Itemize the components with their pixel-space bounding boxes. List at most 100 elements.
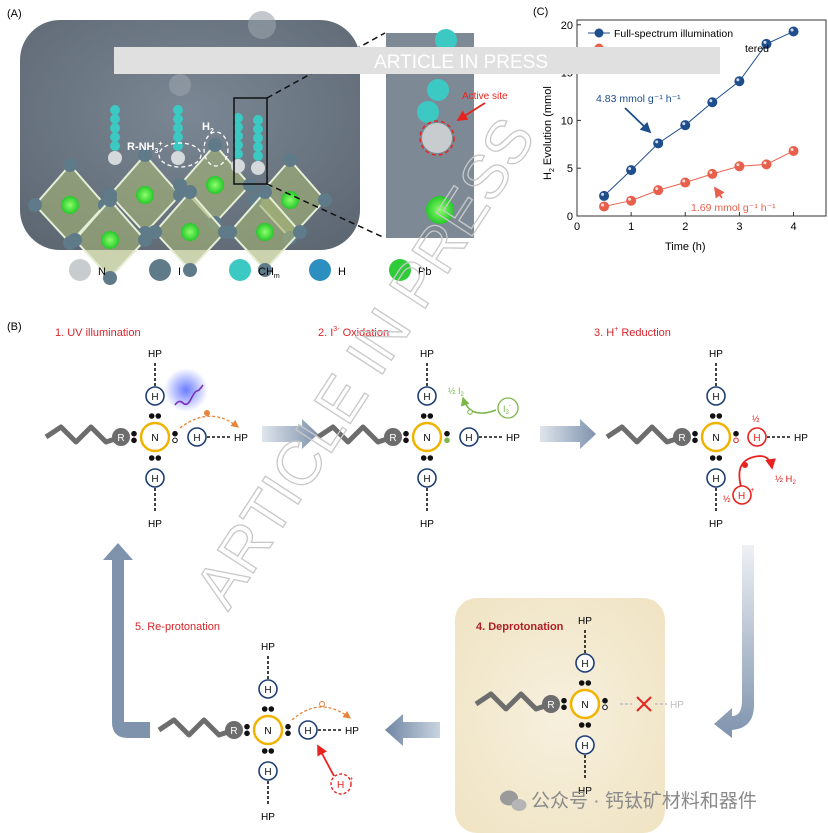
x-tick-label: 4 (790, 221, 796, 233)
electron (403, 437, 409, 444)
hp-label: HP (420, 349, 434, 360)
article-in-press-banner (114, 47, 720, 74)
hole (602, 704, 608, 711)
electron (268, 748, 275, 754)
ch-atom (253, 124, 263, 134)
data-point-highlight (790, 147, 794, 151)
annotation-arrow (713, 186, 725, 199)
x-tick-label: 1 (628, 221, 634, 233)
data-point (734, 161, 745, 172)
ch-atom (110, 132, 120, 142)
electron (285, 723, 291, 730)
legend-label: N (98, 266, 106, 278)
r-group (225, 721, 243, 739)
rate-annotation-full: 4.83 mmol g⁻¹ h⁻¹ (596, 93, 681, 105)
x-tick-label: 3 (736, 221, 742, 233)
y-tick-label: 20 (561, 20, 573, 32)
hole (319, 701, 325, 707)
h2-highlight (203, 131, 229, 167)
r-group (112, 428, 130, 446)
h-atom-circle (706, 468, 726, 488)
hp-label: HP (709, 519, 723, 530)
electron (561, 697, 567, 704)
electron (585, 680, 592, 686)
h-atom-label: H (151, 474, 158, 485)
electron-red (742, 462, 748, 468)
electron (131, 437, 137, 444)
ch-atom (253, 142, 263, 152)
electron (733, 430, 739, 437)
r-label: R (678, 433, 685, 444)
i-atom (173, 178, 187, 192)
i-atom (293, 225, 307, 239)
step-3-title: 3. H+ Reduction (594, 326, 671, 339)
legend-label: I (178, 266, 181, 278)
h2-label: H2 (202, 121, 214, 135)
excited-electron (204, 410, 210, 416)
ch-atom (110, 123, 120, 133)
ch-atom (253, 151, 263, 161)
electron (420, 455, 427, 461)
y-axis-label: H2 Evolution (mmol (542, 86, 556, 180)
h-atom-circle (258, 761, 278, 781)
electron (716, 455, 723, 461)
electron (244, 723, 250, 730)
i-atom (28, 198, 42, 212)
y-tick-label: 0 (567, 211, 573, 223)
h-atom-label: H (712, 474, 719, 485)
pb-atom (206, 176, 224, 194)
h-atom-label: H (151, 392, 158, 403)
atom-swatch-icon (149, 259, 171, 281)
h-atom-circle (575, 653, 595, 673)
i-atom (258, 263, 272, 277)
hp-label: HP (506, 433, 520, 444)
electron (692, 437, 698, 444)
half-label: ½ (723, 494, 731, 504)
alkyl-chain (44, 424, 122, 445)
h-atom-label: H (753, 433, 760, 444)
i-atom (208, 138, 222, 152)
r-label: R (389, 433, 396, 444)
legend-item: I (149, 259, 181, 281)
electron (261, 748, 268, 754)
i3-label: I3- (503, 403, 511, 416)
arrow-step5-to-1 (103, 543, 150, 738)
n-atom-label: N (151, 433, 158, 444)
i-atom (223, 225, 237, 239)
n-atom-circle (569, 688, 601, 720)
data-point-highlight (763, 40, 767, 44)
electron (155, 455, 162, 461)
n-atom-circle (411, 421, 443, 453)
data-point (734, 76, 745, 87)
n-atom (171, 151, 185, 165)
protonation-arrow (317, 744, 335, 777)
hp-label: HP (709, 349, 723, 360)
ch-atom (173, 123, 183, 133)
data-point (653, 138, 664, 149)
electron (709, 455, 716, 461)
i-atom (183, 263, 197, 277)
electron (427, 413, 434, 419)
ch-atom (233, 149, 243, 159)
n-atom (108, 151, 122, 165)
electron (285, 730, 291, 737)
electron (561, 704, 567, 711)
ch-atom (173, 132, 183, 142)
hole (172, 437, 178, 444)
electron (268, 706, 275, 712)
r-nh3-label: R-NH3+ (127, 141, 163, 155)
arrow-step1-to-2 (262, 419, 318, 449)
legend-item: H (309, 259, 346, 281)
i-atom (243, 178, 257, 192)
ch-atom (233, 131, 243, 141)
data-point (599, 201, 610, 212)
data-point-highlight (790, 28, 794, 32)
half-label: ½ (752, 414, 760, 424)
panel-c-label: (C) (533, 6, 548, 18)
electron (403, 430, 409, 437)
data-point (680, 120, 691, 131)
h-atom-circle (706, 386, 726, 406)
